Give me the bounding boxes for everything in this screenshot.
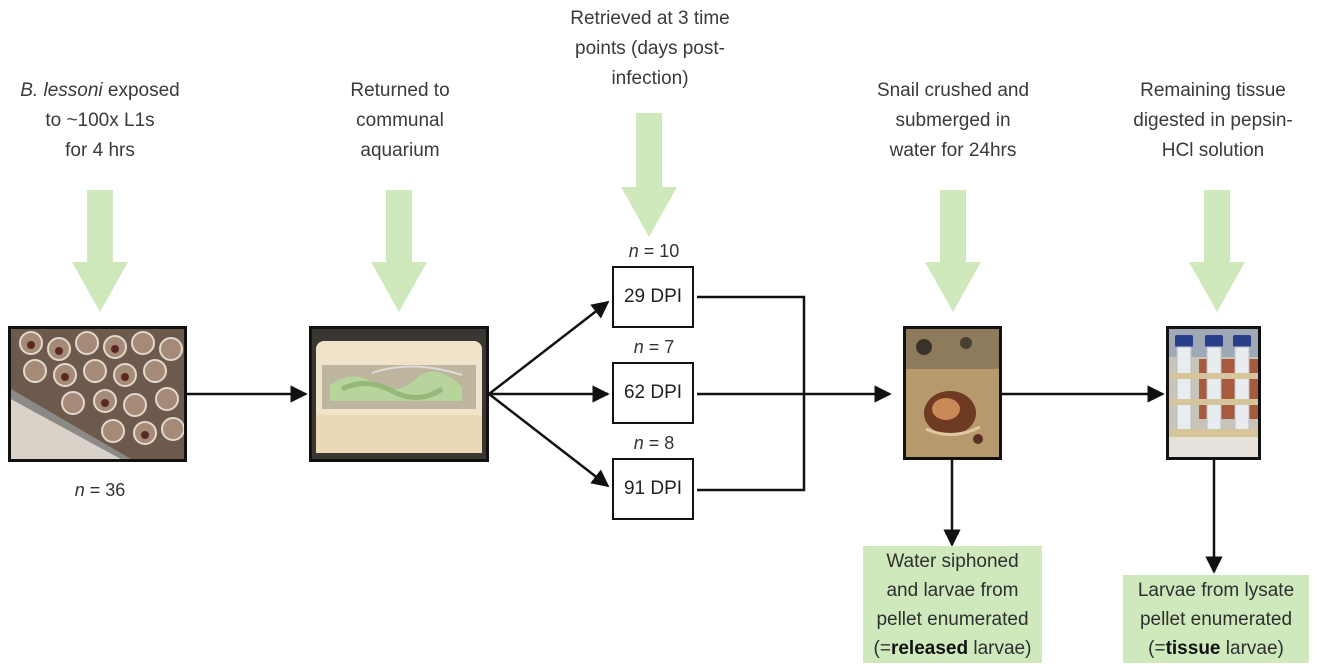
step-exposure-line-1: B. lessoni exposed: [20, 80, 180, 101]
tissue-line-2: pellet enumerated: [1139, 609, 1293, 630]
aquarium-image: [312, 329, 486, 459]
step-aquarium-line-1: Returned to: [350, 80, 450, 101]
released-line-2: and larvae from: [886, 580, 1019, 601]
step-exposure-label: B. lessoni exposed to ~100x L1s for 4 hr…: [5, 76, 195, 166]
species-name: B. lessoni: [20, 80, 103, 101]
step-exposure-line-2: to ~100x L1s: [45, 110, 155, 131]
step-digest-line-1: Remaining tissue: [1140, 80, 1286, 101]
lysate-tubes-image: [1169, 329, 1258, 457]
step-aquarium-line-2: communal: [356, 110, 444, 131]
step-crush-line-1: Snail crushed and: [876, 80, 1030, 101]
green-down-arrow-2: [371, 190, 427, 312]
count-91dpi-n: n: [633, 433, 644, 453]
step-digest-line-2: digested in pepsin-: [1133, 110, 1293, 131]
lysate-tubes-photo: [1166, 326, 1261, 460]
well-plate-photo: [8, 326, 187, 462]
timepoint-62dpi-label: 62 DPI: [623, 382, 683, 403]
step-digest-label: Remaining tissue digested in pepsin- HCl…: [1108, 76, 1317, 166]
count-62dpi: n = 7: [614, 337, 694, 358]
step-retrieval-line-1: Retrieved at 3 time: [570, 8, 730, 29]
crushed-snail-photo: [903, 326, 1002, 460]
crushed-snail-image: [906, 329, 999, 457]
timepoint-91dpi-label: 91 DPI: [623, 478, 683, 499]
count-29dpi-value: = 10: [643, 241, 680, 261]
count-exposure-n: n: [74, 480, 85, 500]
step-aquarium-label: Returned to communal aquarium: [305, 76, 495, 166]
count-29dpi-n: n: [628, 241, 639, 261]
timepoint-29dpi-label: 29 DPI: [623, 286, 683, 307]
black-connectors: [187, 295, 1223, 574]
released-larvae-box: Water siphoned and larvae from pellet en…: [863, 546, 1042, 663]
arrow-aquarium-to-29dpi: [488, 300, 610, 395]
step-aquarium-line-3: aquarium: [360, 140, 440, 161]
step-exposure-line-3: for 4 hrs: [65, 140, 135, 161]
released-line-4: (=released larvae): [873, 638, 1032, 659]
step-retrieval-line-3: infection): [611, 68, 689, 89]
released-line-1: Water siphoned: [886, 551, 1019, 572]
released-keyword: released: [890, 638, 969, 659]
tissue-line-1: Larvae from lysate: [1137, 580, 1295, 601]
step-retrieval-line-2: points (days post-: [575, 38, 725, 59]
count-exposure: n = 36: [60, 480, 140, 501]
green-down-arrow-5: [1189, 190, 1245, 312]
green-down-arrow-3: [621, 113, 677, 237]
tissue-line-3: (=tissue larvae): [1148, 638, 1284, 659]
tissue-keyword: tissue: [1165, 638, 1221, 659]
tissue-larvae-box: Larvae from lysate pellet enumerated (=t…: [1123, 575, 1309, 663]
count-29dpi: n = 10: [614, 241, 694, 262]
count-91dpi-value: = 8: [648, 433, 675, 453]
count-91dpi: n = 8: [614, 433, 694, 454]
well-plate-image: [11, 329, 184, 459]
released-line-3: pellet enumerated: [876, 609, 1029, 630]
step-crush-line-3: water for 24hrs: [889, 140, 1017, 161]
step-digest-line-3: HCl solution: [1161, 140, 1265, 161]
timepoint-91dpi-box: 91 DPI: [612, 458, 694, 520]
step-crush-line-2: submerged in: [895, 110, 1011, 131]
green-down-arrow-1: [72, 190, 128, 312]
step-crush-label: Snail crushed and submerged in water for…: [848, 76, 1058, 166]
count-exposure-value: = 36: [89, 480, 126, 500]
timepoint-29dpi-box: 29 DPI: [612, 266, 694, 328]
timepoint-62dpi-box: 62 DPI: [612, 362, 694, 424]
aquarium-photo: [309, 326, 489, 462]
count-62dpi-n: n: [633, 337, 644, 357]
arrow-aquarium-to-91dpi: [488, 393, 610, 488]
step-retrieval-label: Retrieved at 3 time points (days post- i…: [540, 4, 760, 94]
count-62dpi-value: = 7: [648, 337, 675, 357]
green-arrows: [72, 113, 1245, 312]
green-down-arrow-4: [925, 190, 981, 312]
